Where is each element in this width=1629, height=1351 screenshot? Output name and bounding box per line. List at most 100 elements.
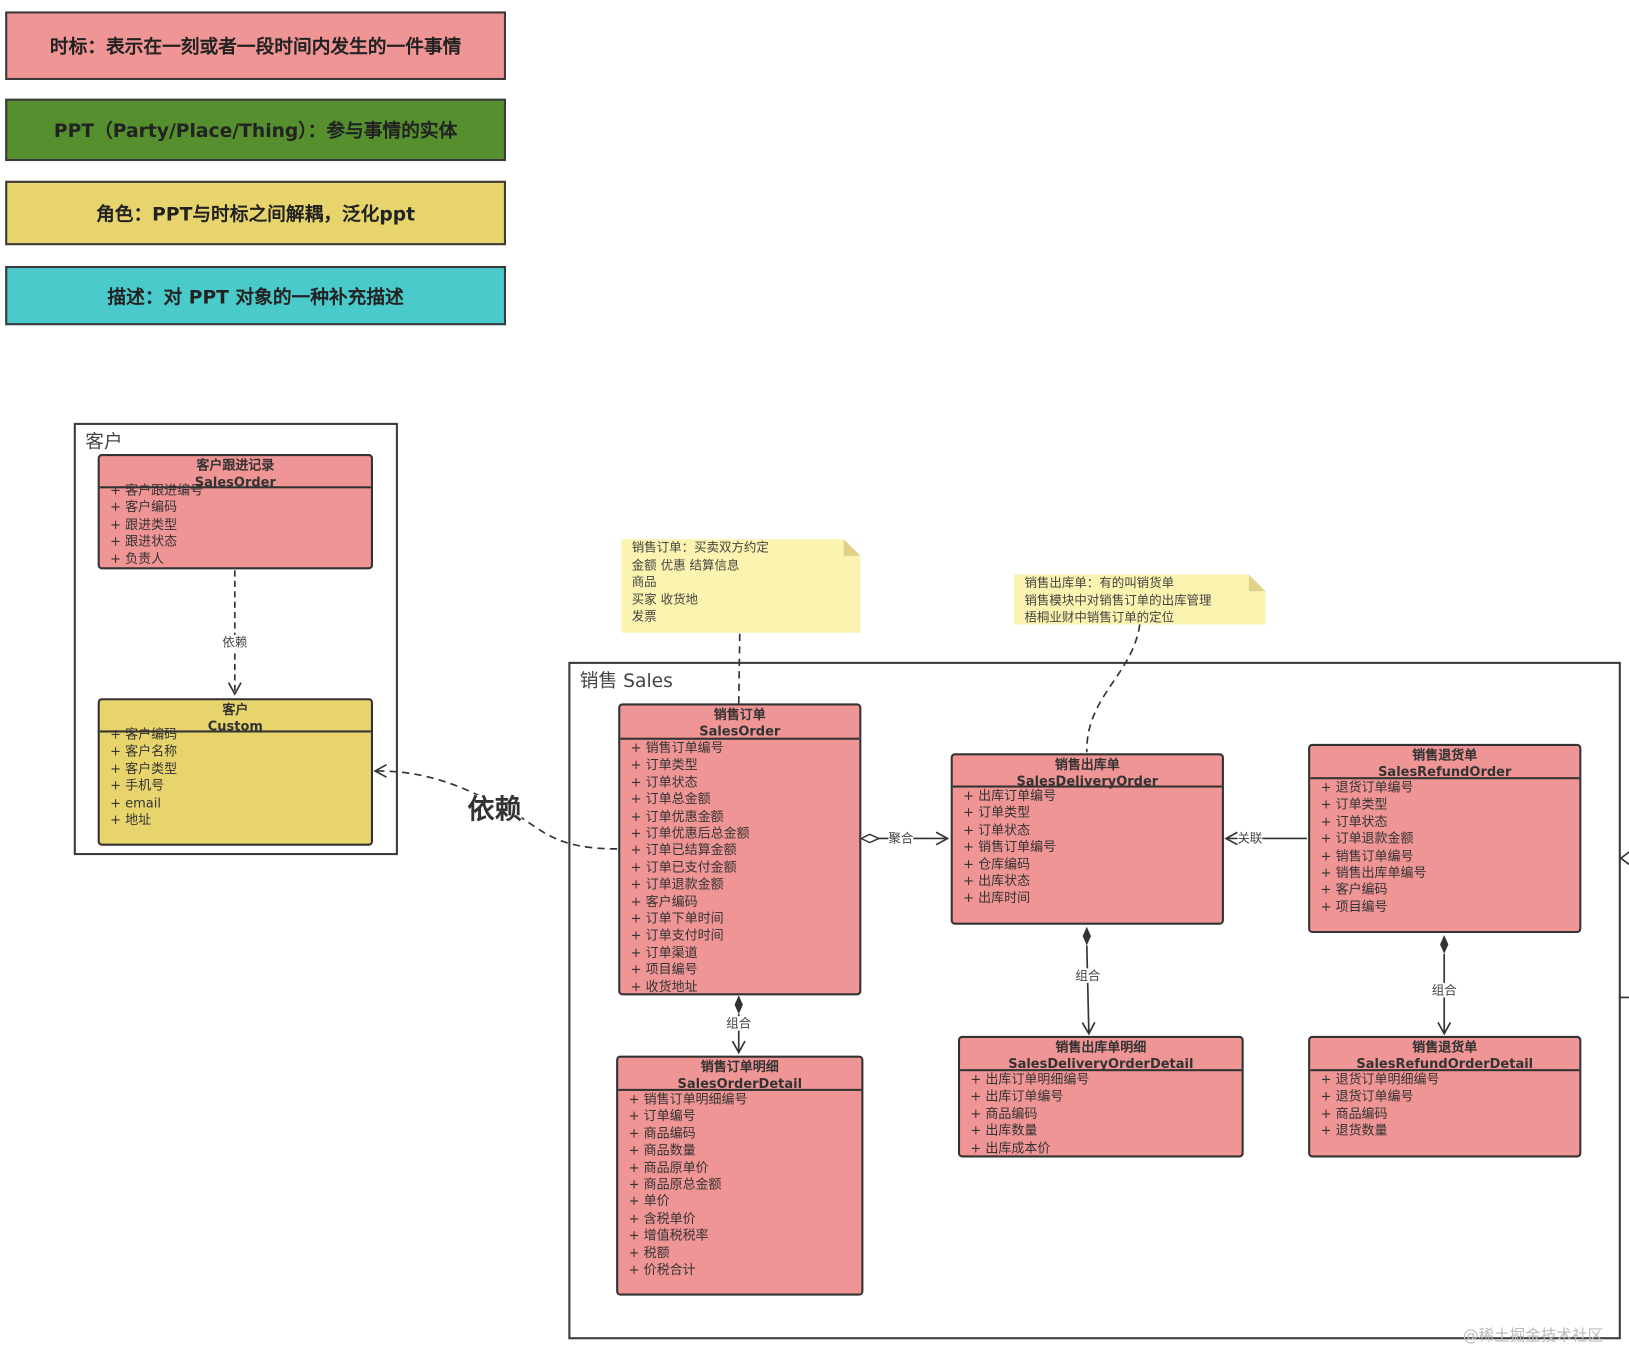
class-attribute: + 销售订单编号 <box>630 739 724 756</box>
class-chinese-name: 客户跟进记录 <box>196 457 275 473</box>
class-attribute: + 订单优惠金额 <box>630 807 724 824</box>
class-attribute: + 商品数量 <box>628 1142 696 1158</box>
class-attribute: + 订单状态 <box>630 773 698 790</box>
class-attribute: + 销售订单编号 <box>1320 847 1414 864</box>
watermark: @稀土掘金技术社区 <box>1462 1325 1604 1345</box>
class-attribute: + 商品原总金额 <box>628 1176 722 1192</box>
sales-package: 销售 Sales <box>568 661 1621 1340</box>
class-attribute: + email <box>110 794 161 811</box>
attribute-list: + 销售订单明细编号+ 订单编号+ 商品编码+ 商品数量+ 商品原单价+ 商品原… <box>618 1091 861 1279</box>
legend-ppt: PPT（Party/Place/Thing）：参与事情的实体 <box>5 98 506 162</box>
class-chinese-name: 销售订单明细 <box>700 1058 779 1075</box>
composition-diamond <box>1082 926 1091 946</box>
class-attribute: + 销售订单编号 <box>963 838 1057 855</box>
class-name: SalesOrder <box>194 473 276 490</box>
class-attribute: + 客户编码 <box>110 499 178 515</box>
class-attribute: + 出库时间 <box>963 889 1031 906</box>
note-order-link <box>737 633 741 704</box>
class-name: SalesRefundOrder <box>1378 763 1512 780</box>
class-attribute: + 出库成本价 <box>970 1139 1051 1155</box>
class-name: SalesOrderDetail <box>677 1075 803 1091</box>
class-attribute: + 仓库编码 <box>963 855 1031 872</box>
sales-package-label: 销售 Sales <box>579 670 673 692</box>
class-name: Custom <box>207 717 263 734</box>
class-attribute: + 订单类型 <box>630 756 698 773</box>
class-attribute: + 订单编号 <box>628 1107 696 1124</box>
composition-label: 组合 <box>1431 982 1457 998</box>
class-attribute: + 税额 <box>628 1244 670 1260</box>
class-chinese-name: 销售出库单明细 <box>1055 1039 1147 1055</box>
aggregation-label: 聚合 <box>888 831 914 846</box>
class-attribute: + 价税合计 <box>628 1261 696 1277</box>
class-attribute: + 订单优惠后总金额 <box>630 824 750 841</box>
class-attribute: + 订单已支付金额 <box>630 859 737 875</box>
composition-label: 组合 <box>1075 968 1101 983</box>
note-line: 销售出库单：有的叫销货单 <box>1024 575 1175 591</box>
composition-delivery-detail <box>1081 945 1096 1036</box>
class-name: SalesOrder <box>699 723 781 739</box>
class-attribute: + 出库数量 <box>970 1122 1038 1138</box>
class-attribute: + 手机号 <box>110 777 165 793</box>
legend-moment-interval: 时标：表示在一刻或者一段时间内发生的一件事情 <box>5 11 506 81</box>
class-chinese-name: 销售退货单 <box>1412 747 1478 763</box>
class-chinese-name: 销售退货单 <box>1412 1039 1478 1055</box>
attribute-list: + 销售订单编号+ 订单类型+ 订单状态+ 订单总金额+ 订单优惠金额+ 订单优… <box>620 739 859 994</box>
composition-diamond <box>1440 935 1449 954</box>
class-attribute: + 含税单价 <box>628 1210 696 1226</box>
class-attribute: + 退货订单明细编号 <box>1320 1071 1440 1087</box>
note-line: 金额 优惠 结算信息 <box>631 557 740 572</box>
note-line: 买家 收货地 <box>631 591 699 607</box>
class-attribute: + 客户类型 <box>110 760 178 776</box>
offscreen-arrow <box>1619 851 1629 866</box>
attribute-list: + 出库订单明细编号+ 出库订单编号+ 商品编码+ 出库数量+ 出库成本价 <box>960 1071 1242 1155</box>
dependency-label: 依赖 <box>222 634 248 650</box>
note-sales-delivery: 销售出库单：有的叫销货单销售模块中对销售订单的出库管理梧桐业财中销售订单的定位 <box>1014 574 1266 625</box>
class-attribute: + 客户编码 <box>630 893 698 909</box>
attribute-list: + 退货订单编号+ 订单类型+ 订单状态+ 订单退款金额+ 销售订单编号+ 销售… <box>1310 779 1579 915</box>
association-label: 关联 <box>1237 831 1263 846</box>
class-attribute: + 客户名称 <box>110 743 178 759</box>
note-line: 发票 <box>631 608 657 624</box>
class-chinese-name: 销售订单 <box>713 706 766 723</box>
class-attribute: + 销售出库单编号 <box>1320 864 1427 881</box>
class-attribute: + 出库订单明细编号 <box>970 1071 1090 1087</box>
composition-diamond <box>734 995 743 1015</box>
class-attribute: + 跟进类型 <box>110 516 178 532</box>
class-attribute: + 地址 <box>110 811 152 828</box>
legend-description: 描述：对 PPT 对象的一种补充描述 <box>5 265 506 326</box>
attribute-list: + 客户跟进编号+ 客户编码+ 跟进类型+ 跟进状态+ 负责人 <box>100 482 371 567</box>
class-attribute: + 销售订单明细编号 <box>628 1090 748 1107</box>
class-chinese-name: 客户 <box>222 701 249 717</box>
customer-package-label: 客户 <box>85 431 123 454</box>
class-attribute: + 订单下单时间 <box>630 910 724 926</box>
note-line: 销售模块中对销售订单的出库管理 <box>1024 592 1212 608</box>
class-attribute: + 订单退款金额 <box>630 876 724 892</box>
class-attribute: + 订单状态 <box>1320 813 1388 829</box>
class-attribute: + 退货订单编号 <box>1320 779 1414 795</box>
aggregation-diamond <box>859 833 881 844</box>
note-delivery-link <box>1085 624 1141 753</box>
class-attribute: + 商品编码 <box>970 1105 1038 1121</box>
class-attribute: + 订单支付时间 <box>630 927 724 943</box>
class-attribute: + 订单退款金额 <box>1320 830 1414 846</box>
class-attribute: + 订单已结算金额 <box>630 842 737 858</box>
class-attribute: + 退货数量 <box>1320 1122 1388 1138</box>
attribute-list: + 出库订单编号+ 订单类型+ 订单状态+ 销售订单编号+ 仓库编码+ 出库状态… <box>953 788 1222 907</box>
class-attribute: + 商品原单价 <box>628 1159 709 1175</box>
